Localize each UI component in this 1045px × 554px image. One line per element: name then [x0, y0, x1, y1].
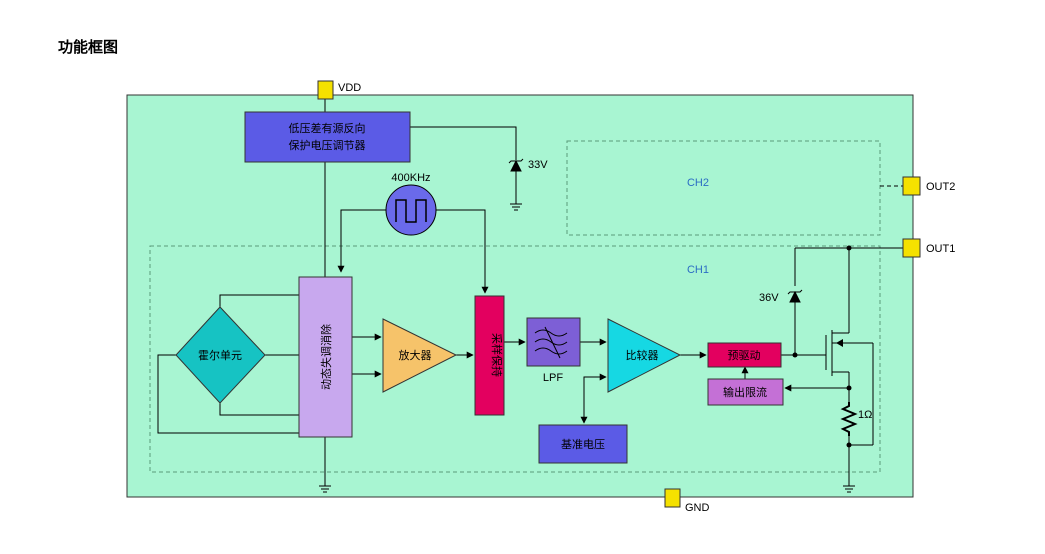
lpf-block — [526, 317, 581, 367]
resistor-label: 1Ω — [858, 409, 872, 421]
out1-pin-label: OUT1 — [926, 243, 955, 255]
mosfet-body-arrow — [836, 339, 843, 347]
oscillator-frequency: 400KHz — [391, 172, 430, 184]
hall-element — [175, 306, 266, 404]
ch2-label: CH2 — [687, 177, 709, 189]
out2-pin-label: OUT2 — [926, 181, 955, 193]
current-limit-block — [707, 378, 784, 406]
vdd-pin — [317, 80, 334, 100]
reference-voltage-label: 基准电压 — [561, 438, 605, 451]
predriver-block — [707, 342, 782, 368]
regulator-block — [244, 111, 411, 163]
sample-hold-block — [474, 295, 505, 416]
gnd-pin — [664, 488, 681, 508]
hall-element-label: 霍尔单元 — [198, 349, 242, 362]
regulator-label-line2: 保护电压调节器 — [289, 138, 366, 152]
amplifier-triangle — [382, 318, 458, 393]
ch2-region — [566, 140, 881, 236]
oscillator-circle — [385, 184, 437, 236]
zener-33v-label: 33V — [528, 159, 548, 171]
dynamic-offset-block — [298, 276, 353, 438]
gnd-pin-label: GND — [685, 502, 710, 514]
dynamic-offset-label: 动态失调消除 — [319, 324, 333, 390]
comparator-label: 比较器 — [626, 348, 659, 362]
page-title: 功能框图 — [58, 38, 119, 56]
predriver-label: 预驱动 — [728, 349, 761, 362]
ch1-label: CH1 — [687, 264, 709, 276]
current-limit-label: 输出限流 — [723, 385, 767, 399]
resistor-1ohm — [840, 402, 858, 436]
ground-symbols — [319, 203, 855, 493]
square-wave-icon — [395, 199, 427, 223]
zener-diode-33v — [508, 158, 524, 172]
regulator-label-line1: 低压差有源反向 — [289, 121, 366, 135]
vdd-pin-label: VDD — [338, 82, 361, 94]
lpf-label: LPF — [543, 372, 563, 384]
sample-hold-label: 采样保持 — [490, 333, 504, 377]
out1-pin — [902, 238, 921, 258]
lpf-wave-icon — [534, 326, 568, 359]
reference-voltage-block — [538, 424, 628, 464]
amplifier-label: 放大器 — [399, 348, 432, 362]
out2-pin — [902, 176, 921, 196]
zener-36v-label: 36V — [759, 292, 779, 304]
zener-diode-36v — [787, 289, 803, 303]
ch1-region — [149, 245, 881, 473]
comparator-triangle — [607, 318, 682, 393]
